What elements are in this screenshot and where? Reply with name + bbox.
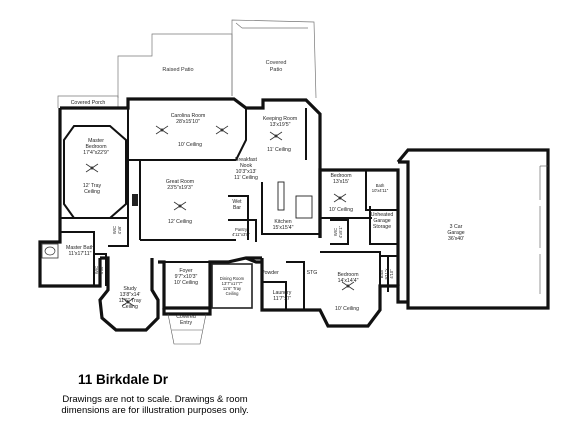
wet-bar-label: Wet [232,199,242,205]
covered-entry-label: Covered [176,314,196,320]
master-bath-label: Master Bath [66,245,94,251]
master-bedroom-ceiling: Ceiling [84,189,100,195]
garage-label: 3 Car [450,224,463,230]
covered-patio-outline [231,19,317,99]
garage-size: 36'x40' [448,236,464,242]
keeping-room-label: Keeping Room [263,116,297,122]
bedroom-right-ceiling: 10' Ceiling [329,207,353,213]
bath-bottom-label: Bath [379,269,384,278]
foyer-label: Foyer [179,268,193,274]
covered-patio-label: Patio [270,67,283,73]
master-bedroom-ceiling: 12' Tray [83,183,102,189]
raised-patio-label: Raised Patio [162,67,193,73]
study-label: Study [123,286,137,292]
unheated-storage-label: Garage [373,218,390,224]
pantry-size: 4'11"x3'8" [232,232,251,237]
kitchen-size: 15'x15'4" [273,225,294,231]
master-bedroom-size: 17'4"x22'9" [83,150,109,156]
study-ceiling: Ceiling [122,304,138,310]
bath-bottom-size: 4'10" [389,269,394,279]
unheated-storage-label: Unheated [371,212,394,218]
carolina-room-label: Carolina Room [171,113,206,119]
breakfast-nook-label: Nook [240,163,253,169]
foyer-size: 9'7"x10'3" [175,274,198,280]
dining-room-size: 13'7"x17'7" [222,281,243,286]
dining-room-label: Dining Room [220,276,245,281]
bedroom-bottom-size: 14'x14'4" [338,278,359,284]
bathtub-icon [41,243,59,259]
master-bedroom-label: Master [88,138,104,144]
bedroom-right-size: 13'x15' [333,179,349,185]
foyer-ceiling: 10' Ceiling [174,280,198,286]
ceiling-fan-icon [333,193,347,203]
kitchen-label: Kitchen [274,219,291,225]
covered-entry-label: Entry [180,320,193,326]
wic-size: 4'x6' [117,226,122,235]
laundry-label: Laundry [273,290,292,296]
disclaimer: Drawings are not to scale. Drawings & ro… [30,394,280,416]
bedroom-right-label: Bedroom [330,173,351,179]
ceiling-fan-icon [341,281,355,291]
bedroom-bottom-label: Bedroom [337,272,358,278]
dining-room-ceiling: Ceiling [226,291,239,296]
wet-bar-label: Bar [233,205,241,211]
bath-right-label: Bath [376,183,385,188]
dining-room-ceiling: 11'6" Tray [223,286,242,291]
exterior-walls [38,97,550,332]
master-bath-size: 11'x17'11" [69,251,92,257]
garage-label: Garage [447,230,464,236]
laundry-size: 11'7"x7' [273,296,291,302]
pantry-label: Pantry [235,227,248,232]
ceiling-fan-icon [215,125,229,135]
ceiling-fan-icon [155,125,169,135]
ceiling-fan-icon [173,201,187,211]
raised-patio-outline [117,33,233,98]
breakfast-nook-label: Breakfast [235,157,257,163]
wic-size: 4'x6' [99,266,104,275]
carolina-room-ceiling: 10' Ceiling [178,142,202,148]
keeping-room-ceiling: 11' Ceiling [267,147,291,153]
covered-patio-label: Covered [266,60,287,66]
wic-size: 4'x5'1" [338,225,343,238]
ceiling-fan-icon [121,297,135,307]
wic-label: WIC [112,226,117,234]
study-ceiling: 11'6" Tray [119,298,142,304]
disclaimer-line: dimensions are for illustration purposes… [61,405,249,416]
keeping-room-size: 13'x19'5" [270,122,291,128]
ceiling-fan-icon [269,131,283,141]
bedroom-bottom-ceiling: 10' Ceiling [335,306,359,312]
fireplace-icon [132,194,138,206]
bath-right-size: 10'x4'11" [372,188,389,193]
stg-label: STG [307,270,318,276]
great-room-ceiling: 12' Ceiling [168,219,192,225]
covered-entry-steps [167,313,207,345]
interior-walls [60,108,398,310]
property-address: 11 Birkdale Dr [78,372,169,387]
study-size: 13'8"x14' [120,292,141,298]
unheated-storage-label: Storage [373,224,391,230]
great-room-size: 23'5"x19'3" [167,185,193,191]
wic-label: WIC [333,228,338,236]
breakfast-nook-ceiling: 11' Ceiling [234,175,258,181]
bath-bottom-size: 9'11"x [384,268,389,280]
master-bedroom-label: Bedroom [85,144,106,150]
powder-label: Powder [261,270,279,276]
breakfast-nook-size: 10'3"x13' [236,169,257,175]
wic-label: WIC [94,266,99,274]
covered-porch-label: Covered Porch [71,100,106,106]
carolina-room-size: 28'x15'10" [176,119,200,125]
ceiling-fan-icon [85,163,99,173]
great-room-label: Great Room [166,179,194,185]
disclaimer-line: Drawings are not to scale. Drawings & ro… [62,394,248,405]
garage-doors [539,165,548,294]
covered-porch-outline [57,95,119,108]
